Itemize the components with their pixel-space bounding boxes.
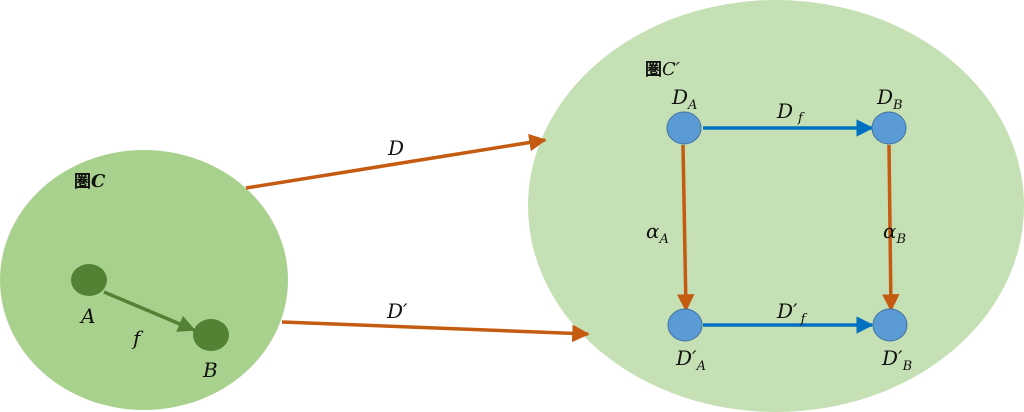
object-db-label: DB [876, 85, 903, 113]
category-c-title: 圏C [74, 171, 106, 192]
object-da-node [666, 111, 702, 145]
functor-d-prime-arrow [281, 320, 590, 343]
morphism-d2f-label: D′f [776, 299, 808, 327]
object-db-node [871, 111, 907, 145]
object-b-label: B [202, 358, 218, 382]
functor-d-prime-label: D′ [386, 299, 408, 323]
morphism-alpha-b-label: αB [883, 219, 906, 247]
object-d2a-label: D′A [675, 346, 706, 374]
category-c-prime-ellipse [528, 0, 1024, 412]
object-d2b-label: D′B [881, 346, 912, 374]
object-a-node [71, 264, 107, 296]
functor-d-arrow [245, 133, 547, 190]
object-a-label: A [79, 304, 95, 328]
category-c-prime-title: 圏C′ [645, 59, 680, 80]
category-c-ellipse [0, 150, 288, 410]
morphism-f-arrow [103, 290, 196, 332]
morphism-alpha-a-label: αA [646, 219, 669, 247]
morphism-alpha-b-arrow [882, 144, 900, 312]
functor-d-label: D [387, 136, 404, 160]
object-b-node [193, 319, 229, 351]
object-da-label: DA [671, 85, 697, 113]
object-d2b-node [872, 308, 908, 342]
morphism-alpha-a-arrow [676, 144, 695, 312]
object-d2a-node [667, 308, 703, 342]
